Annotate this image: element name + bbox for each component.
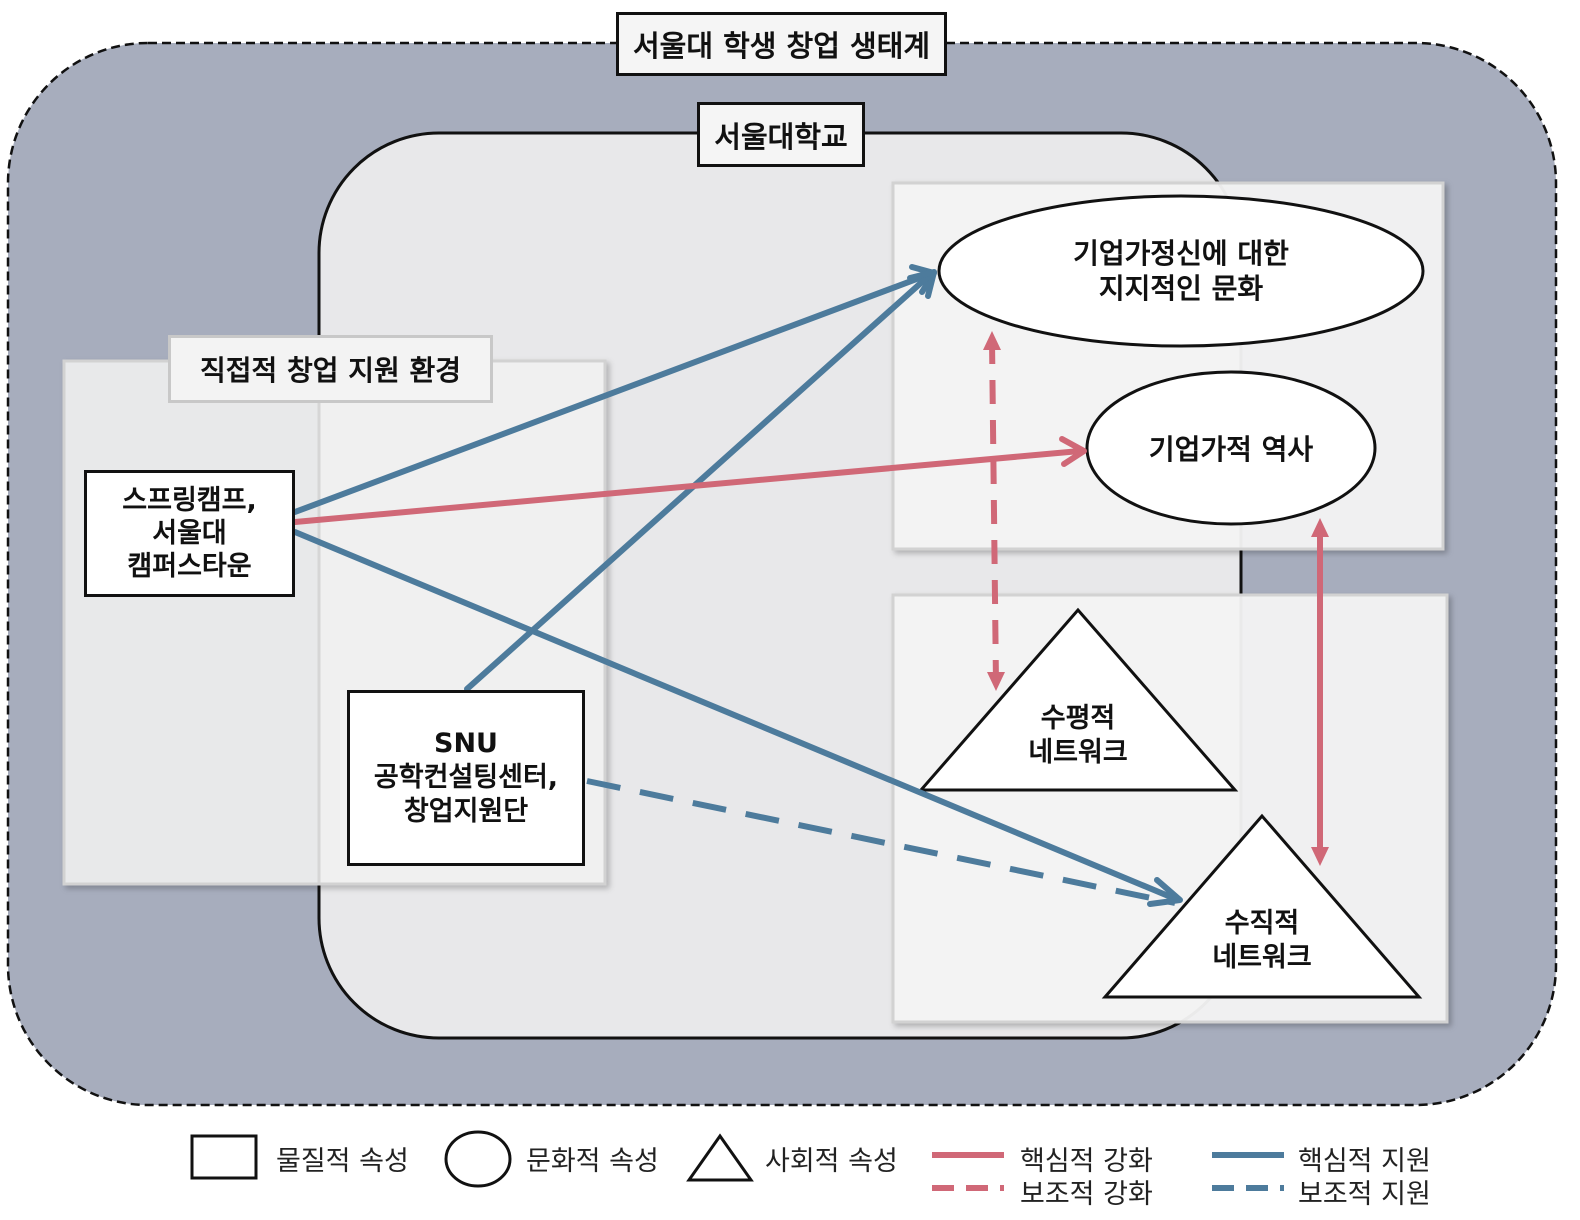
legend-aux-support-label: 보조적 지원 [1298, 1179, 1431, 1210]
legend-rect-icon [190, 1134, 258, 1180]
edge-history-vertical [1311, 518, 1329, 866]
edge-springcamp-history [292, 436, 1087, 525]
history-ellipse [1085, 370, 1377, 526]
legend-social-label: 사회적 속성 [765, 1146, 898, 1177]
legend-material-label: 물질적 속성 [276, 1146, 409, 1177]
university-title: 서울대학교 [697, 102, 865, 167]
legend-cultural-label: 문화적 속성 [526, 1146, 659, 1177]
horizontal-network-triangle [917, 607, 1239, 792]
edge-springcamp-vertical [292, 529, 1183, 907]
culture-label: 기업가정신에 대한 지지적인 문화 [1073, 237, 1289, 305]
vertical-network-triangle [1101, 813, 1423, 999]
legend-core-support-label: 핵심적 지원 [1298, 1146, 1431, 1177]
edge-culture-horizontal [983, 331, 1005, 691]
legend-ellipse-icon [444, 1130, 512, 1188]
snu-center-node: SNU 공학컨설팅센터, 창업지원단 [347, 690, 585, 866]
culture-ellipse [937, 194, 1425, 348]
edge-snu-culture [464, 269, 937, 692]
vertical-network-label: 수직적 네트워크 [1212, 908, 1312, 973]
legend-triangle-icon [686, 1133, 754, 1182]
history-label: 기업가적 역사 [1148, 433, 1314, 466]
ecosystem-title: 서울대 학생 창업 생태계 [616, 12, 947, 76]
legend-aux-reinforce-label: 보조적 강화 [1020, 1179, 1153, 1210]
legend-core-reinforce-label: 핵심적 강화 [1020, 1146, 1153, 1177]
direct-support-title: 직접적 창업 지원 환경 [168, 335, 493, 403]
edge-snu-vertical [586, 778, 1176, 906]
springcamp-node: 스프링캠프, 서울대 캠퍼스타운 [84, 470, 295, 597]
horizontal-network-label: 수평적 네트워크 [1028, 703, 1128, 768]
